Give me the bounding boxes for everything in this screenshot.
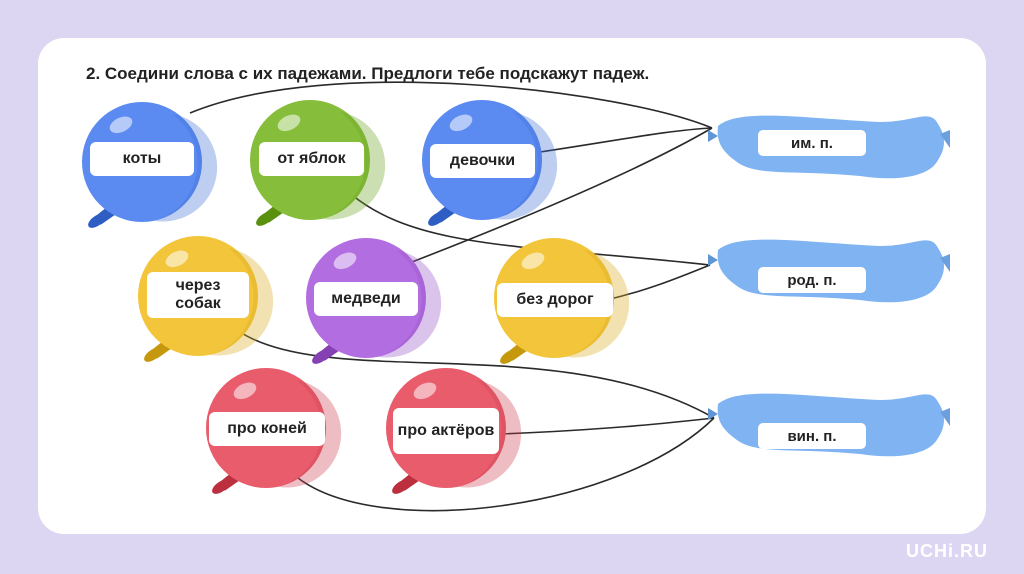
word-label-pro-akterov: про актёров — [393, 408, 499, 454]
brand-watermark: UCHi.RU — [906, 541, 988, 562]
word-label-cherez-sobak: через собак — [147, 272, 249, 318]
word-label-devochki: девочки — [430, 144, 535, 178]
case-balloon-knot — [708, 254, 718, 266]
case-label-im: им. п. — [758, 130, 866, 156]
word-label-koty: коты — [90, 142, 194, 176]
word-label-medvedi: медведи — [314, 282, 418, 316]
word-label-pro-koney: про коней — [209, 412, 325, 446]
word-label-ot-yablok: от яблок — [259, 142, 364, 176]
case-label-vin: вин. п. — [758, 423, 866, 449]
case-label-rod: род. п. — [758, 267, 866, 293]
connection-line-devochki-to-im[interactable] — [540, 128, 712, 152]
word-label-bez-dorog: без дорог — [497, 283, 613, 317]
case-balloon-knot — [708, 130, 718, 142]
connection-line-pro-akterov-to-vin[interactable] — [500, 418, 714, 434]
